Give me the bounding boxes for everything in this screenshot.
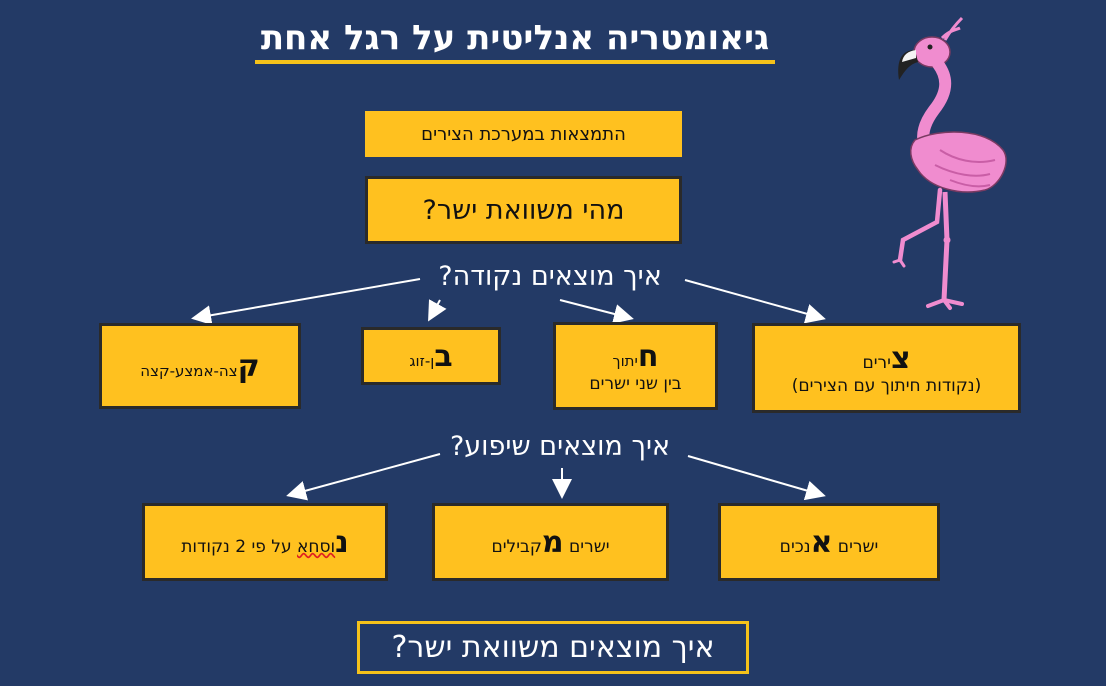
flamingo-illustration [0,0,1106,686]
